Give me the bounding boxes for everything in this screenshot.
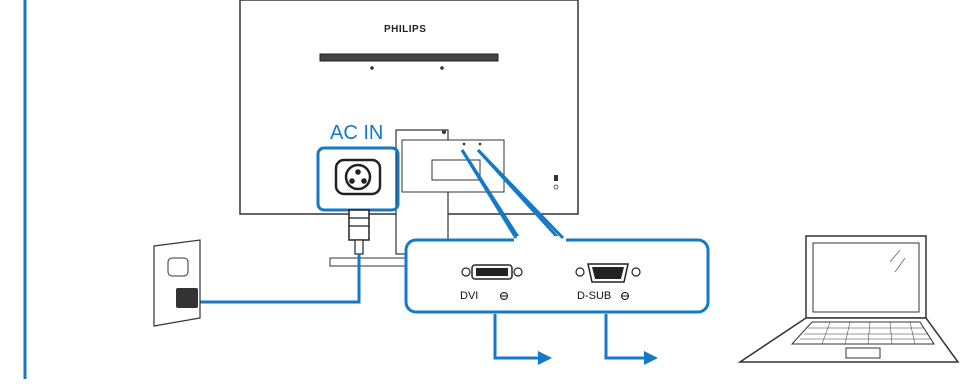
kensington-lock-icon	[553, 184, 559, 190]
vga-port-icon	[575, 263, 641, 283]
port-callout	[404, 148, 710, 314]
dsub-label: D-SUB	[577, 290, 612, 302]
ac-in-callout	[316, 146, 400, 255]
power-cable	[196, 254, 361, 304]
input-symbol-icon	[500, 292, 508, 300]
monitor-back	[239, 0, 579, 267]
brand-logo: PHILIPS	[384, 24, 427, 35]
dvi-label: DVI	[460, 290, 479, 302]
ac-in-label: AC IN	[330, 122, 384, 144]
wall-outlet-icon	[153, 239, 201, 327]
laptop-icon	[737, 235, 960, 363]
power-plug	[348, 209, 370, 241]
monitor-vent	[319, 53, 499, 62]
port-slot	[431, 159, 481, 181]
dvi-port-icon	[461, 264, 523, 280]
input-symbol-icon	[621, 292, 629, 300]
signal-arrows	[493, 314, 658, 365]
